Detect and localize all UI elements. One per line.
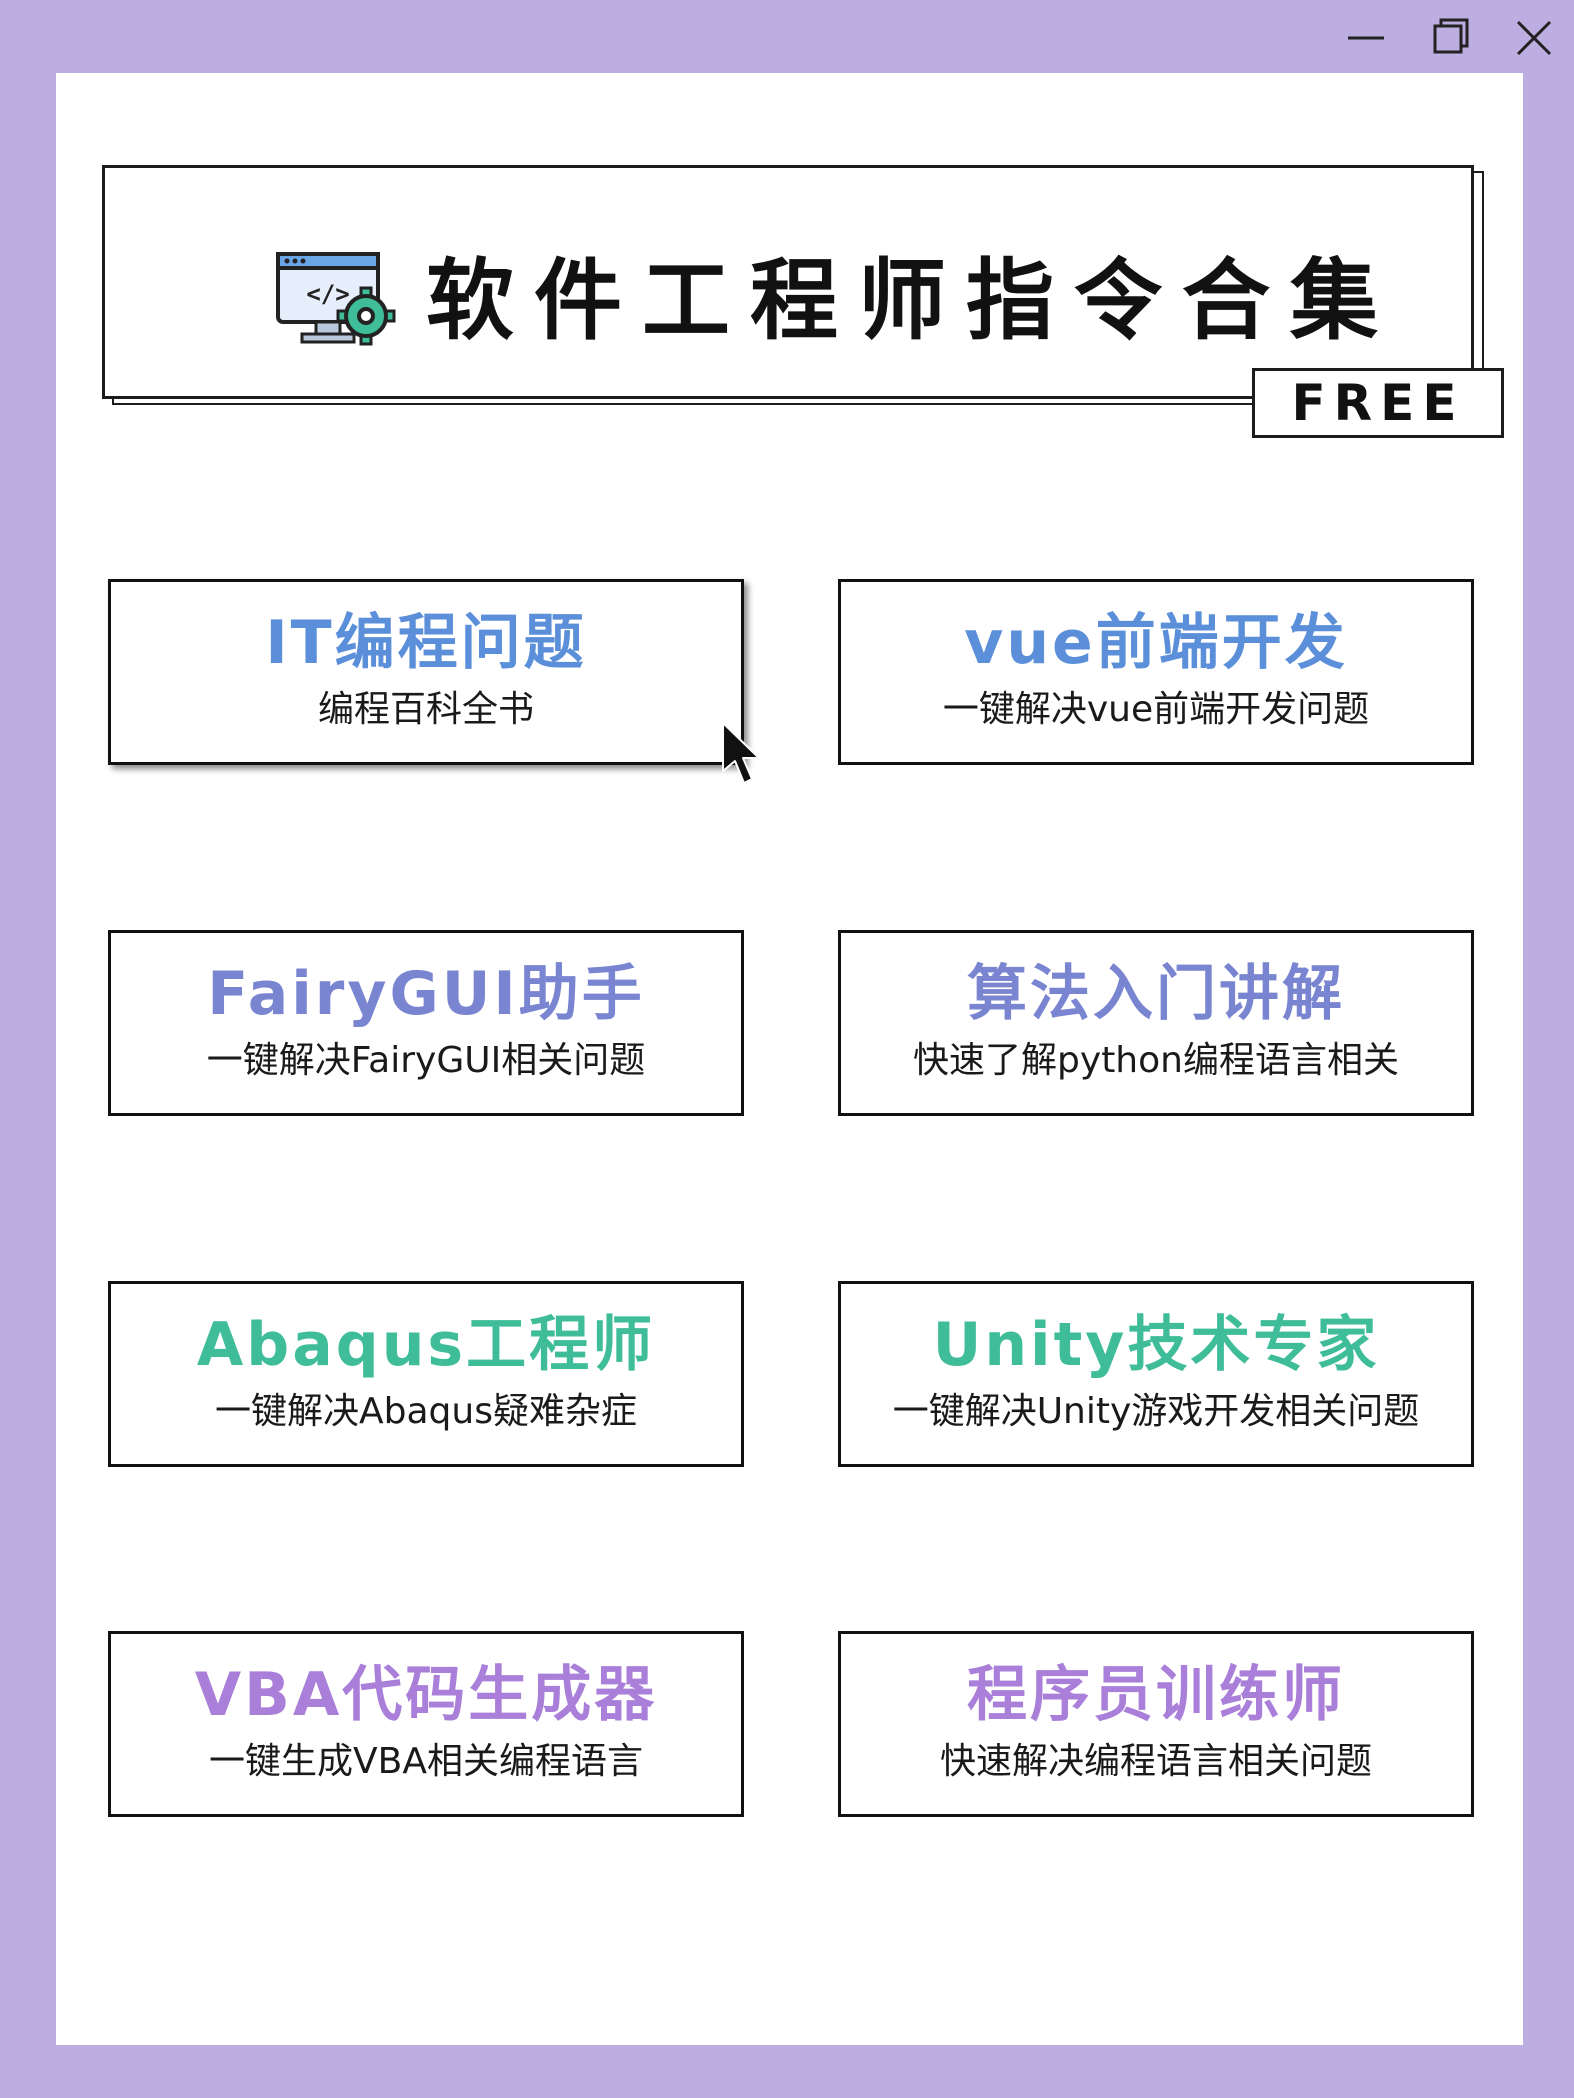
- card-subtitle: 快速解决编程语言相关问题: [939, 1741, 1372, 1782]
- card-subtitle: 一键解决Abaqus疑难杂症: [215, 1391, 637, 1432]
- card-title: VBA代码生成器: [194, 1660, 658, 1730]
- card-fairygui[interactable]: FairyGUI助手 一键解决FairyGUI相关问题: [108, 930, 744, 1116]
- card-title: 程序员训练师: [967, 1660, 1345, 1730]
- card-title: FairyGUI助手: [207, 959, 645, 1029]
- window-controls: [1344, 16, 1574, 60]
- card-unity[interactable]: Unity技术专家 一键解决Unity游戏开发相关问题: [838, 1281, 1474, 1467]
- maximize-icon[interactable]: [1431, 16, 1475, 60]
- code-gear-icon: </>: [272, 248, 398, 348]
- main-panel: </> 软件工程师指令合集 FREE IT编程问题 编程百科全书 vue前端开发…: [56, 73, 1523, 2045]
- mouse-pointer-icon: [719, 721, 765, 787]
- card-subtitle: 编程百科全书: [317, 689, 534, 730]
- card-programmer-trainer[interactable]: 程序员训练师 快速解决编程语言相关问题: [838, 1631, 1474, 1817]
- card-subtitle: 一键解决FairyGUI相关问题: [206, 1040, 646, 1081]
- card-title: Abaqus工程师: [196, 1310, 656, 1380]
- card-subtitle: 快速了解python编程语言相关: [913, 1040, 1399, 1081]
- page-title: 软件工程师指令合集: [426, 249, 1399, 352]
- card-title: 算法入门讲解: [967, 959, 1345, 1029]
- free-badge: FREE: [1252, 368, 1504, 438]
- card-abaqus[interactable]: Abaqus工程师 一键解决Abaqus疑难杂症: [108, 1281, 744, 1467]
- card-vue-frontend[interactable]: vue前端开发 一键解决vue前端开发问题: [838, 579, 1474, 765]
- card-vba[interactable]: VBA代码生成器 一键生成VBA相关编程语言: [108, 1631, 744, 1817]
- card-subtitle: 一键解决vue前端开发问题: [942, 689, 1370, 730]
- close-icon[interactable]: [1512, 16, 1556, 60]
- card-subtitle: 一键解决Unity游戏开发相关问题: [892, 1391, 1420, 1432]
- minimize-icon[interactable]: [1344, 16, 1388, 60]
- card-title: IT编程问题: [265, 608, 587, 678]
- card-subtitle: 一键生成VBA相关编程语言: [209, 1741, 643, 1782]
- card-title: vue前端开发: [964, 608, 1348, 678]
- card-it-programming[interactable]: IT编程问题 编程百科全书: [108, 579, 744, 765]
- card-title: Unity技术专家: [932, 1310, 1380, 1380]
- card-algorithm[interactable]: 算法入门讲解 快速了解python编程语言相关: [838, 930, 1474, 1116]
- svg-text:</>: </>: [306, 280, 349, 308]
